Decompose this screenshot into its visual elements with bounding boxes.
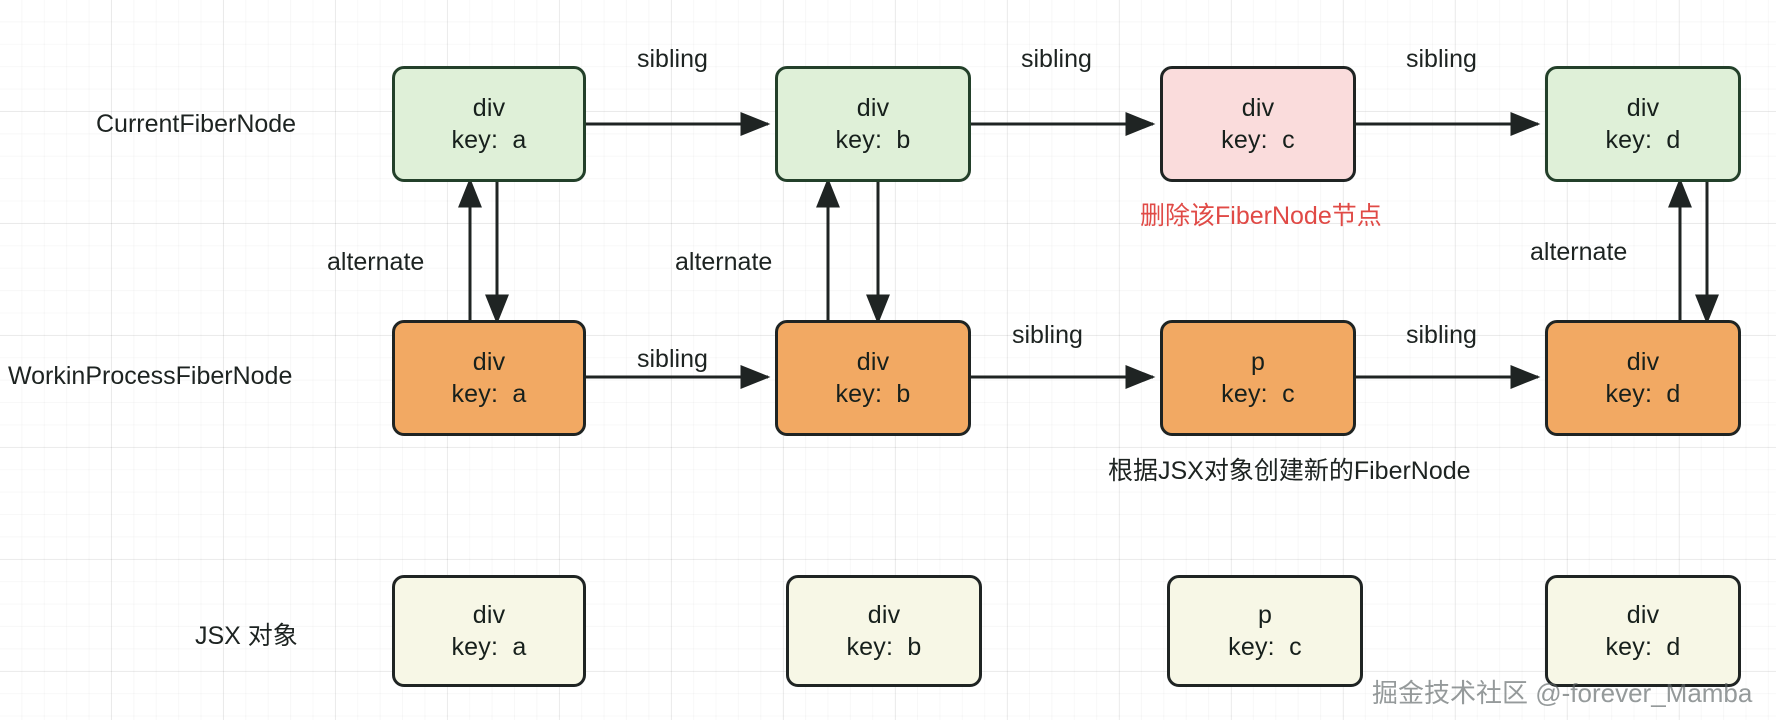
- alternate-arrows-d: [1668, 173, 1719, 329]
- alternate-arrows-a: [458, 173, 509, 329]
- node-key: key: c: [1228, 633, 1302, 661]
- note-create-fibernode: 根据JSX对象创建新的FiberNode: [1108, 457, 1471, 485]
- node-key: key: d: [1605, 633, 1681, 661]
- edge-label-alternate-a: alternate: [327, 248, 425, 276]
- node-key: key: a: [451, 126, 527, 154]
- edge-label-sibling-wip-ab: sibling: [637, 345, 708, 373]
- node-key: key: c: [1221, 380, 1295, 408]
- node-key: key: a: [451, 633, 527, 661]
- node-jsx-b[interactable]: div key: b: [786, 575, 982, 687]
- node-jsx-c[interactable]: p key: c: [1167, 575, 1363, 687]
- node-current-c[interactable]: div key: c: [1160, 66, 1356, 182]
- edge-label-sibling-wip-bc: sibling: [1012, 321, 1083, 349]
- node-current-b[interactable]: div key: b: [775, 66, 971, 182]
- node-tag: div: [472, 94, 506, 122]
- node-key: key: d: [1605, 126, 1681, 154]
- node-key: key: a: [451, 380, 527, 408]
- alternate-arrows-b: [816, 173, 890, 329]
- node-wip-b[interactable]: div key: b: [775, 320, 971, 436]
- node-tag: div: [1626, 348, 1660, 376]
- note-delete-fibernode: 删除该FiberNode节点: [1140, 202, 1382, 230]
- node-current-a[interactable]: div key: a: [392, 66, 586, 182]
- edge-label-alternate-b: alternate: [675, 248, 773, 276]
- node-jsx-d[interactable]: div key: d: [1545, 575, 1741, 687]
- edge-label-sibling-current-bc: sibling: [1021, 45, 1092, 73]
- node-tag: div: [1626, 601, 1660, 629]
- node-tag: div: [856, 348, 890, 376]
- edge-label-sibling-current-ab: sibling: [637, 45, 708, 73]
- node-wip-c[interactable]: p key: c: [1160, 320, 1356, 436]
- node-wip-d[interactable]: div key: d: [1545, 320, 1741, 436]
- node-tag: div: [1626, 94, 1660, 122]
- row-label-current: CurrentFiberNode: [96, 110, 297, 138]
- node-jsx-a[interactable]: div key: a: [392, 575, 586, 687]
- edge-label-sibling-wip-cd: sibling: [1406, 321, 1477, 349]
- edge-label-alternate-d: alternate: [1530, 238, 1628, 266]
- row-label-wip: WorkinProcessFiberNode: [8, 362, 293, 390]
- node-key: key: d: [1605, 380, 1681, 408]
- node-tag: div: [472, 348, 506, 376]
- row-label-jsx: JSX 对象: [195, 622, 298, 650]
- node-wip-a[interactable]: div key: a: [392, 320, 586, 436]
- node-tag: div: [472, 601, 506, 629]
- node-tag: div: [1241, 94, 1275, 122]
- node-tag: div: [856, 94, 890, 122]
- node-tag: p: [1250, 348, 1266, 376]
- node-key: key: b: [835, 380, 911, 408]
- node-tag: p: [1257, 601, 1273, 629]
- edge-label-sibling-current-cd: sibling: [1406, 45, 1477, 73]
- node-key: key: b: [835, 126, 911, 154]
- node-current-d[interactable]: div key: d: [1545, 66, 1741, 182]
- watermark: 掘金技术社区 @-forever_Mamba: [1372, 678, 1753, 708]
- node-key: key: b: [846, 633, 922, 661]
- node-key: key: c: [1221, 126, 1295, 154]
- node-tag: div: [867, 601, 901, 629]
